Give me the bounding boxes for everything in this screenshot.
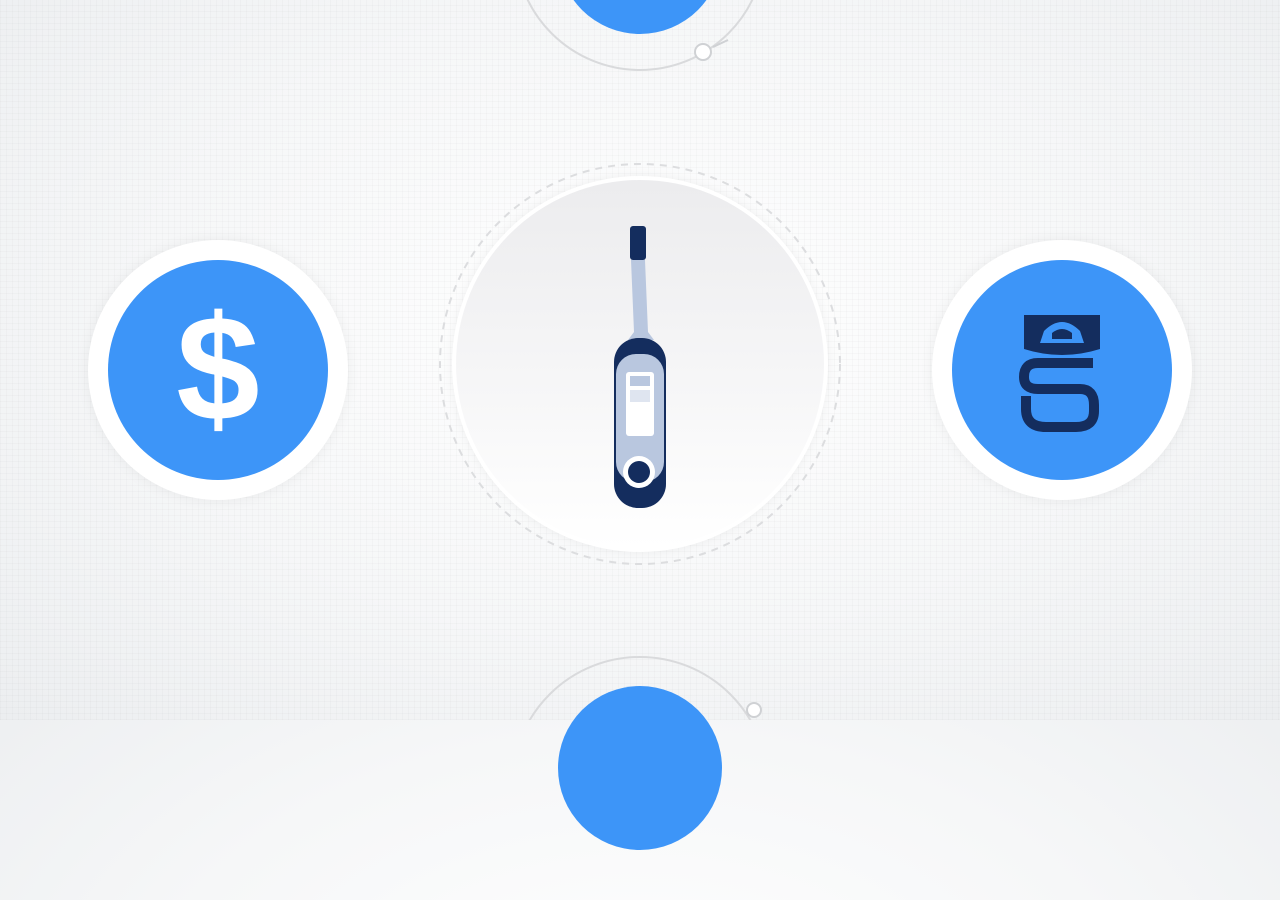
bottom-node[interactable] xyxy=(520,660,760,900)
dollar-node[interactable]: $ xyxy=(88,240,348,500)
shield-node-disc xyxy=(952,260,1172,480)
connector-lines xyxy=(526,0,762,720)
thermometer-node-disc xyxy=(456,180,824,548)
dollar-node-disc: $ xyxy=(108,260,328,480)
top-node[interactable] xyxy=(520,0,760,120)
top-node-disc xyxy=(558,0,722,34)
shield-s-logo-icon xyxy=(1018,315,1100,432)
digital-thermometer-icon xyxy=(614,226,666,508)
bottom-node-disc xyxy=(558,686,722,850)
dollar-icon: $ xyxy=(176,284,260,452)
thermometer-node-dashed-ring xyxy=(439,163,841,565)
shield-node[interactable] xyxy=(932,240,1192,500)
thermometer-node[interactable] xyxy=(436,160,844,568)
